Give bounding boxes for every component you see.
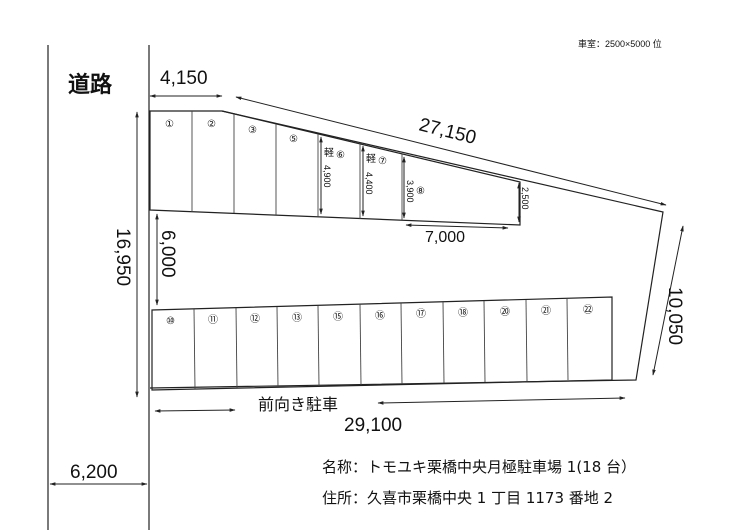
- space-6: ⑥: [336, 150, 345, 161]
- space-21: ㉑: [541, 305, 551, 317]
- space8-width: 7,000: [425, 229, 465, 246]
- lot-boundary: [149, 110, 664, 389]
- dim-top-diagonal: [235, 96, 667, 206]
- left-total: 16,950: [112, 228, 133, 286]
- top-diagonal: 27,150: [417, 114, 478, 148]
- top-space-dividers: [191, 111, 403, 220]
- space6-depth: 4,900: [322, 165, 332, 188]
- space-13: ⑬: [292, 312, 302, 324]
- space-8: ⑧: [416, 186, 425, 197]
- space-10: ⑩: [166, 316, 175, 327]
- space-20: ⑳: [500, 306, 510, 318]
- space-7: ⑦: [378, 156, 387, 167]
- car-size-note: 車室：2500×5000 位: [578, 38, 662, 49]
- kei-7: 軽: [366, 153, 376, 165]
- dim-bottom-right-arrow: [377, 396, 626, 405]
- parking-note: 前向き駐車: [258, 396, 338, 414]
- space-16: ⑯: [375, 310, 385, 322]
- space-15: ⑮: [333, 311, 343, 323]
- dim-right-edge: [652, 225, 684, 376]
- space8-depth: 3,900: [405, 180, 415, 203]
- aisle-width: 6,000: [157, 230, 178, 278]
- lot-address: 住所：久喜市栗橋中央 1 丁目 1173 番地 2: [322, 489, 613, 507]
- dim-space8-width: [405, 223, 509, 230]
- top-left-width: 4,150: [160, 68, 208, 89]
- space-12: ⑫: [250, 313, 260, 325]
- bottom-space-dividers: [193, 298, 569, 390]
- bottom-parking-row: [151, 296, 613, 391]
- space-1: ①: [165, 119, 174, 130]
- bottom-total: 29,100: [344, 415, 402, 436]
- space-2: ②: [207, 119, 216, 130]
- space-18: ⑱: [458, 307, 468, 319]
- lot-name: 名称：トモユキ栗橋中央月極駐車場 1(18 台）: [322, 458, 636, 476]
- bottom-space-labels: ⑩ ⑪ ⑫ ⑬ ⑮ ⑯ ⑰ ⑱ ⑳ ㉑ ㉒: [166, 304, 593, 327]
- space-17: ⑰: [416, 308, 426, 320]
- space7-depth: 4,400: [364, 172, 374, 195]
- space-22: ㉒: [583, 304, 593, 316]
- right-end-depth: 2,500: [520, 187, 530, 210]
- space-5: ⑤: [289, 134, 298, 145]
- space-3: ③: [248, 125, 257, 136]
- kei-6: 軽: [324, 147, 334, 159]
- road-width: 6,200: [70, 462, 118, 483]
- right-edge: 10,050: [664, 287, 685, 345]
- road-label: 道路: [68, 72, 113, 98]
- dim-bottom-left-arrow: [154, 408, 236, 413]
- space-11: ⑪: [208, 314, 218, 326]
